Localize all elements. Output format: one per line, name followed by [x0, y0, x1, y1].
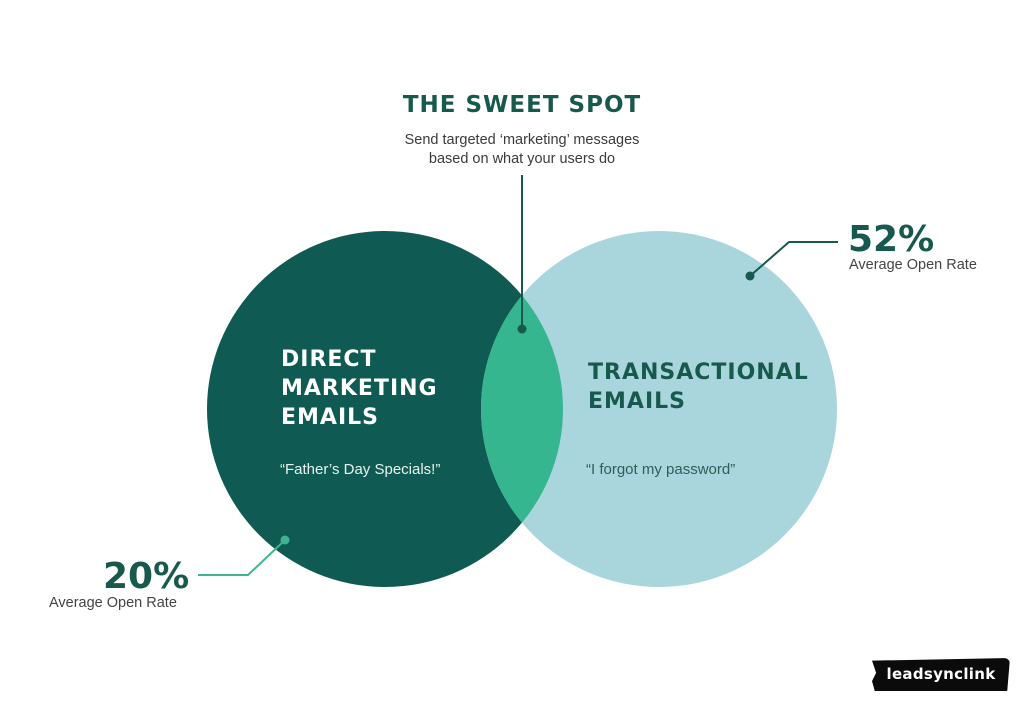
transactional-open-rate-label: Average Open Rate [849, 257, 977, 273]
transactional-stat-connector [749, 241, 838, 277]
direct-marketing-circle [207, 231, 563, 587]
transactional-title-line1: TRANSACTIONAL [588, 360, 809, 385]
transactional-title-line2: EMAILS [588, 389, 686, 414]
direct-title-line3: EMAILS [281, 405, 379, 430]
direct-marketing-title: DIRECT MARKETING EMAILS [281, 345, 481, 432]
watermark-logo: leadsynclink [872, 658, 1010, 691]
transactional-title: TRANSACTIONAL EMAILS [588, 358, 828, 416]
direct-open-rate-value: 20% [103, 556, 190, 597]
transactional-circle [481, 231, 837, 587]
sweet-spot-description: Send targeted ‘marketing’ messages based… [352, 131, 692, 169]
transactional-example: “I forgot my password” [586, 461, 736, 478]
sweet-spot-title: THE SWEET SPOT [402, 92, 642, 118]
transactional-open-rate-value: 52% [848, 219, 935, 260]
sweet-spot-description-line2: based on what your users do [428, 151, 616, 167]
direct-title-line2: MARKETING [281, 376, 438, 401]
sweet-spot-dot [517, 324, 527, 334]
sweet-spot-description-line1: Send targeted ‘marketing’ messages [404, 132, 640, 148]
direct-stat-dot [280, 535, 290, 545]
direct-marketing-example: “Father’s Day Specials!” [280, 461, 441, 478]
direct-stat-connector [198, 539, 286, 576]
transactional-stat-dot [745, 271, 755, 281]
direct-title-line1: DIRECT [281, 347, 377, 372]
direct-open-rate-label: Average Open Rate [49, 595, 177, 611]
